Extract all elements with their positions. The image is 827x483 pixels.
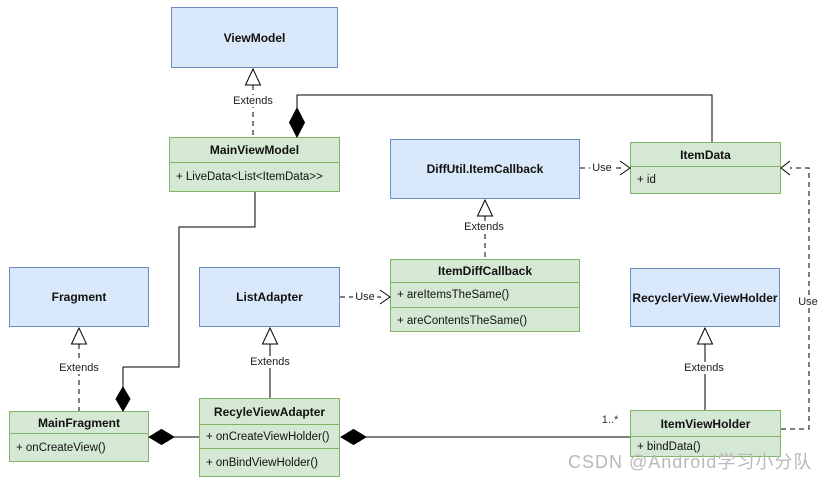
class-recyleviewadapter-title: RecyleViewAdapter xyxy=(200,399,339,425)
composition-connector-recyleviewadapter-itemviewholder xyxy=(340,428,630,446)
multiplicity-label: 1..* xyxy=(601,414,619,426)
class-itemviewholder: ItemViewHolder + bindData() xyxy=(630,410,781,457)
class-viewmodel: ViewModel xyxy=(171,7,338,68)
use-label: Use xyxy=(590,162,614,174)
class-listadapter: ListAdapter xyxy=(199,267,340,327)
class-member: + areContentsTheSame() xyxy=(397,314,528,327)
class-diffutil-title: DiffUtil.ItemCallback xyxy=(426,162,544,176)
class-mainviewmodel: MainViewModel + LiveData<List<ItemData>> xyxy=(169,137,340,192)
use-connector-itemviewholder-itemdata xyxy=(780,160,810,430)
csdn-watermark: CSDN @Android学习小分队 xyxy=(568,452,813,472)
class-mainfragment-title: MainFragment xyxy=(10,412,148,434)
class-itemviewholder-title: ItemViewHolder xyxy=(631,411,780,437)
class-mainfragment: MainFragment + onCreateView() xyxy=(9,411,149,462)
class-fragment: Fragment xyxy=(9,267,149,327)
extends-label: Extends xyxy=(248,356,292,368)
composition-connector-mainfragment-recyleviewadapter xyxy=(148,428,199,446)
use-label: Use xyxy=(353,291,377,303)
class-fragment-title: Fragment xyxy=(51,290,107,304)
class-viewmodel-title: ViewModel xyxy=(223,30,286,45)
class-member: + LiveData<List<ItemData>> xyxy=(176,171,323,183)
extends-label: Extends xyxy=(682,362,726,374)
class-itemdata: ItemData + id xyxy=(630,142,781,194)
extends-label: Extends xyxy=(57,362,101,374)
class-viewholder-title: RecyclerView.ViewHolder xyxy=(632,290,778,305)
class-itemdiffcallback-title: ItemDiffCallback xyxy=(391,260,579,283)
class-member: + onCreateView() xyxy=(16,441,106,454)
composition-connector-mainviewmodel-itemdata xyxy=(288,94,713,142)
class-recyclerview-viewholder: RecyclerView.ViewHolder xyxy=(630,268,780,327)
class-listadapter-title: ListAdapter xyxy=(236,290,303,304)
extends-label: Extends xyxy=(231,95,275,107)
class-member: + areItemsTheSame() xyxy=(391,283,579,308)
use-label: Use xyxy=(796,296,820,308)
extends-label: Extends xyxy=(462,221,506,233)
class-mainviewmodel-title: MainViewModel xyxy=(170,138,339,163)
class-member: + id xyxy=(637,174,656,186)
class-recyleviewadapter: RecyleViewAdapter + onCreateViewHolder()… xyxy=(199,398,340,477)
class-member: + onBindViewHolder() xyxy=(206,456,318,469)
class-itemdiffcallback: ItemDiffCallback + areItemsTheSame() + a… xyxy=(390,259,580,332)
class-member: + onCreateViewHolder() xyxy=(200,425,339,449)
class-diffutil-itemcallback: DiffUtil.ItemCallback xyxy=(390,139,580,199)
class-itemdata-title: ItemData xyxy=(631,143,780,167)
class-member: + bindData() xyxy=(637,440,701,453)
